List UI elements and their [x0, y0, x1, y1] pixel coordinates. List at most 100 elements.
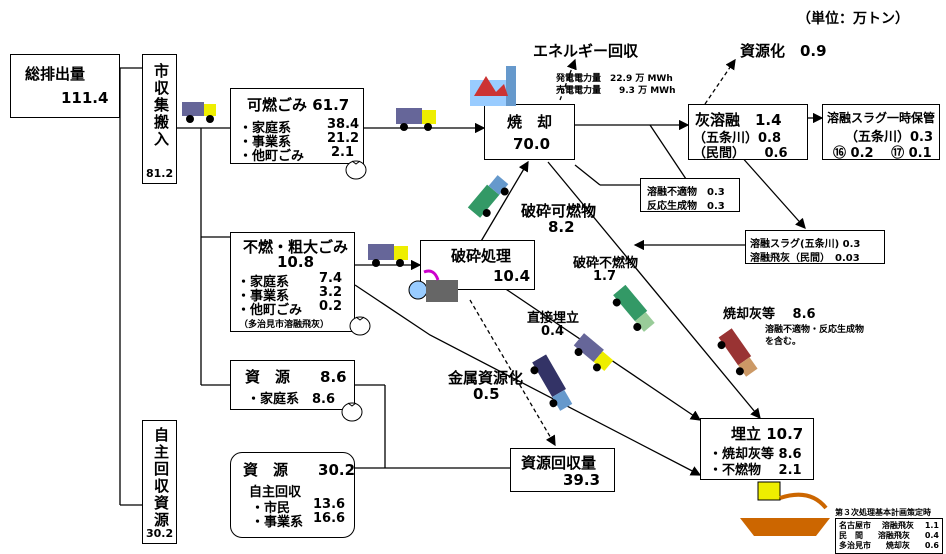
- slag-line2: 溶融飛灰（民間） 0.03: [750, 253, 860, 264]
- resource-recovery-box: 資源回収量 39.3: [510, 448, 615, 492]
- total-label: 総排出量: [25, 65, 86, 83]
- bulky-row-label: ・家庭系: [237, 275, 290, 290]
- crushed-combustible-label: 破砕可燃物: [521, 202, 597, 220]
- unit-label: （単位：万トン）: [797, 11, 909, 27]
- crusher-icon: [408, 268, 462, 306]
- ash-note2: を含む。: [765, 337, 802, 347]
- landfill-box: 埋立 10.7 ・焼却灰等 8.6 ・不燃物 2.1: [700, 418, 814, 480]
- bulky-row-label: ・事業系: [237, 289, 290, 304]
- ash-melt-row2: （民間） 0.6: [693, 146, 788, 161]
- ash-melt-row1: （五条川）0.8: [693, 131, 782, 146]
- bulky-title: 不燃・粗大ごみ: [243, 238, 349, 256]
- ash-melt-title: 灰溶融 1.4: [695, 111, 782, 129]
- crushed-combustible-value: 8.2: [548, 218, 575, 236]
- garbage-bag-icon: [340, 398, 364, 426]
- incineration-box: 焼 却 70.0: [484, 104, 575, 160]
- bulky-box: 不燃・粗大ごみ 10.8 ・家庭系 7.4 ・事業系 3.2 ・他町ごみ 0.2…: [230, 232, 355, 332]
- energy-line1: 発電電力量 22.9 万 MWh: [556, 74, 673, 84]
- landfill-title: 埋立 10.7: [731, 425, 804, 443]
- recycle-label: 資源化 0.9: [740, 42, 827, 60]
- combustible-row-value: 21.2: [327, 131, 360, 146]
- legend-cell: 0.4: [924, 531, 939, 540]
- self-collection-label: 自主回収資源: [152, 427, 170, 529]
- ash-note1: 溶融不適物・反応生成物: [765, 325, 865, 335]
- direct-landfill-value: 0.4: [541, 324, 565, 339]
- legend-cell: 溶融飛灰: [877, 531, 910, 540]
- resource-self-row-value: 13.6: [313, 497, 346, 512]
- ash-label: 焼却灰等 8.6: [723, 307, 816, 322]
- incineration-value: 70.0: [513, 135, 551, 153]
- energy-line2: 売電電力量 9.3 万 MWh: [556, 86, 676, 96]
- slag-box: 溶融スラグ(五条川) 0.3 溶融飛灰（民間） 0.03: [745, 230, 885, 264]
- resource-self-title: 資 源 30.2: [243, 461, 356, 479]
- truck-icon: [524, 352, 579, 417]
- combustible-box: 可燃ごみ 61.7 ・家庭系 38.4 ・事業系 21.2 ・他町ごみ 2.1: [230, 88, 364, 164]
- combustible-row-value: 2.1: [331, 145, 355, 160]
- bulky-row-value: 3.2: [319, 285, 343, 300]
- total-box: 総排出量 111.4: [10, 54, 120, 118]
- truck-icon: [605, 282, 660, 340]
- truck-icon: [182, 98, 218, 128]
- crushed-noncomb-label: 破砕不燃物: [573, 256, 639, 271]
- resource-self-row-value: 16.6: [313, 511, 346, 526]
- garbage-bag-icon: [344, 156, 368, 184]
- slag-storage-row1: （五条川）0.3: [845, 130, 934, 145]
- truck-icon: [396, 104, 438, 136]
- landfill-row2: ・不燃物 2.1: [709, 463, 802, 478]
- self-collection-box: 自主回収資源 30.2: [142, 420, 177, 544]
- total-value: 111.4: [61, 89, 109, 107]
- incinerator-icon: [470, 66, 522, 106]
- city-collection-box: 市収集搬入 81.2: [142, 54, 177, 184]
- ash-melt-box: 灰溶融 1.4 （五条川）0.8 （民間） 0.6: [688, 104, 808, 161]
- city-collection-label: 市収集搬入: [152, 63, 170, 148]
- energy-label: エネルギー回収: [533, 42, 639, 60]
- city-collection-value: 81.2: [146, 167, 174, 180]
- slag-storage-title: 溶融スラグ一時保管: [827, 111, 936, 125]
- crushing-title: 破砕処理: [451, 247, 512, 265]
- metal-label: 金属資源化: [448, 369, 524, 387]
- resource-recovery-value: 39.3: [563, 471, 601, 489]
- crushing-value: 10.4: [493, 267, 531, 285]
- self-collection-value: 30.2: [146, 527, 174, 540]
- resource-self-box: 資 源 30.2 自主回収 ・市民 13.6 ・事業系 16.6: [230, 452, 355, 538]
- resource-self-sub: 自主回収: [249, 485, 302, 500]
- slag-line1: 溶融スラグ(五条川) 0.3: [750, 239, 861, 250]
- resource-city-row: ・家庭系 8.6: [247, 392, 336, 407]
- legend-cell: 民 間: [839, 531, 863, 540]
- garbage-bag-icon: [348, 312, 372, 340]
- direct-landfill-label: 直接埋立: [527, 311, 580, 326]
- unfit-line1: 溶融不適物 0.3: [647, 187, 725, 198]
- bulky-row-value: 7.4: [319, 271, 343, 286]
- legend-row: 民 間 溶融飛灰 0.4: [839, 531, 939, 541]
- bulky-row-label: ・他町ごみ: [237, 303, 303, 318]
- truck-icon: [368, 240, 410, 272]
- bulky-row-value: 0.2: [319, 299, 343, 314]
- truck-icon: [567, 330, 618, 380]
- resource-self-row-label: ・市民: [251, 501, 291, 516]
- resource-self-row-label: ・事業系: [251, 515, 304, 530]
- incineration-title: 焼 却: [507, 113, 553, 131]
- legend-cell: 名古屋市: [839, 521, 871, 530]
- crushed-noncomb-value: 1.7: [593, 269, 617, 284]
- unfit-box: 溶融不適物 0.3 反応生成物 0.3: [640, 178, 740, 212]
- bulky-note: （多治見市溶融飛灰）: [239, 320, 330, 330]
- resource-city-title: 資 源 8.6: [245, 368, 347, 386]
- resource-recovery-title: 資源回収量: [521, 454, 597, 472]
- legend-cell: 1.1: [924, 521, 939, 530]
- bulky-value: 10.8: [277, 253, 315, 271]
- truck-icon: [465, 170, 518, 225]
- landfill-site-icon: [740, 478, 830, 538]
- legend-cell: 焼却灰: [885, 541, 910, 550]
- landfill-row1: ・焼却灰等 8.6: [709, 447, 802, 462]
- combustible-row-label: ・事業系: [239, 135, 292, 150]
- combustible-row-label: ・家庭系: [239, 121, 292, 136]
- legend-cell: 0.6: [924, 541, 939, 550]
- legend-title: 第３次処理基本計画策定時: [835, 508, 931, 517]
- combustible-row-label: ・他町ごみ: [239, 149, 305, 164]
- truck-icon: [710, 326, 763, 384]
- legend-cell: 多治見市: [839, 541, 871, 550]
- slag-storage-row2: ⑯ 0.2 ⑰ 0.1: [833, 146, 932, 161]
